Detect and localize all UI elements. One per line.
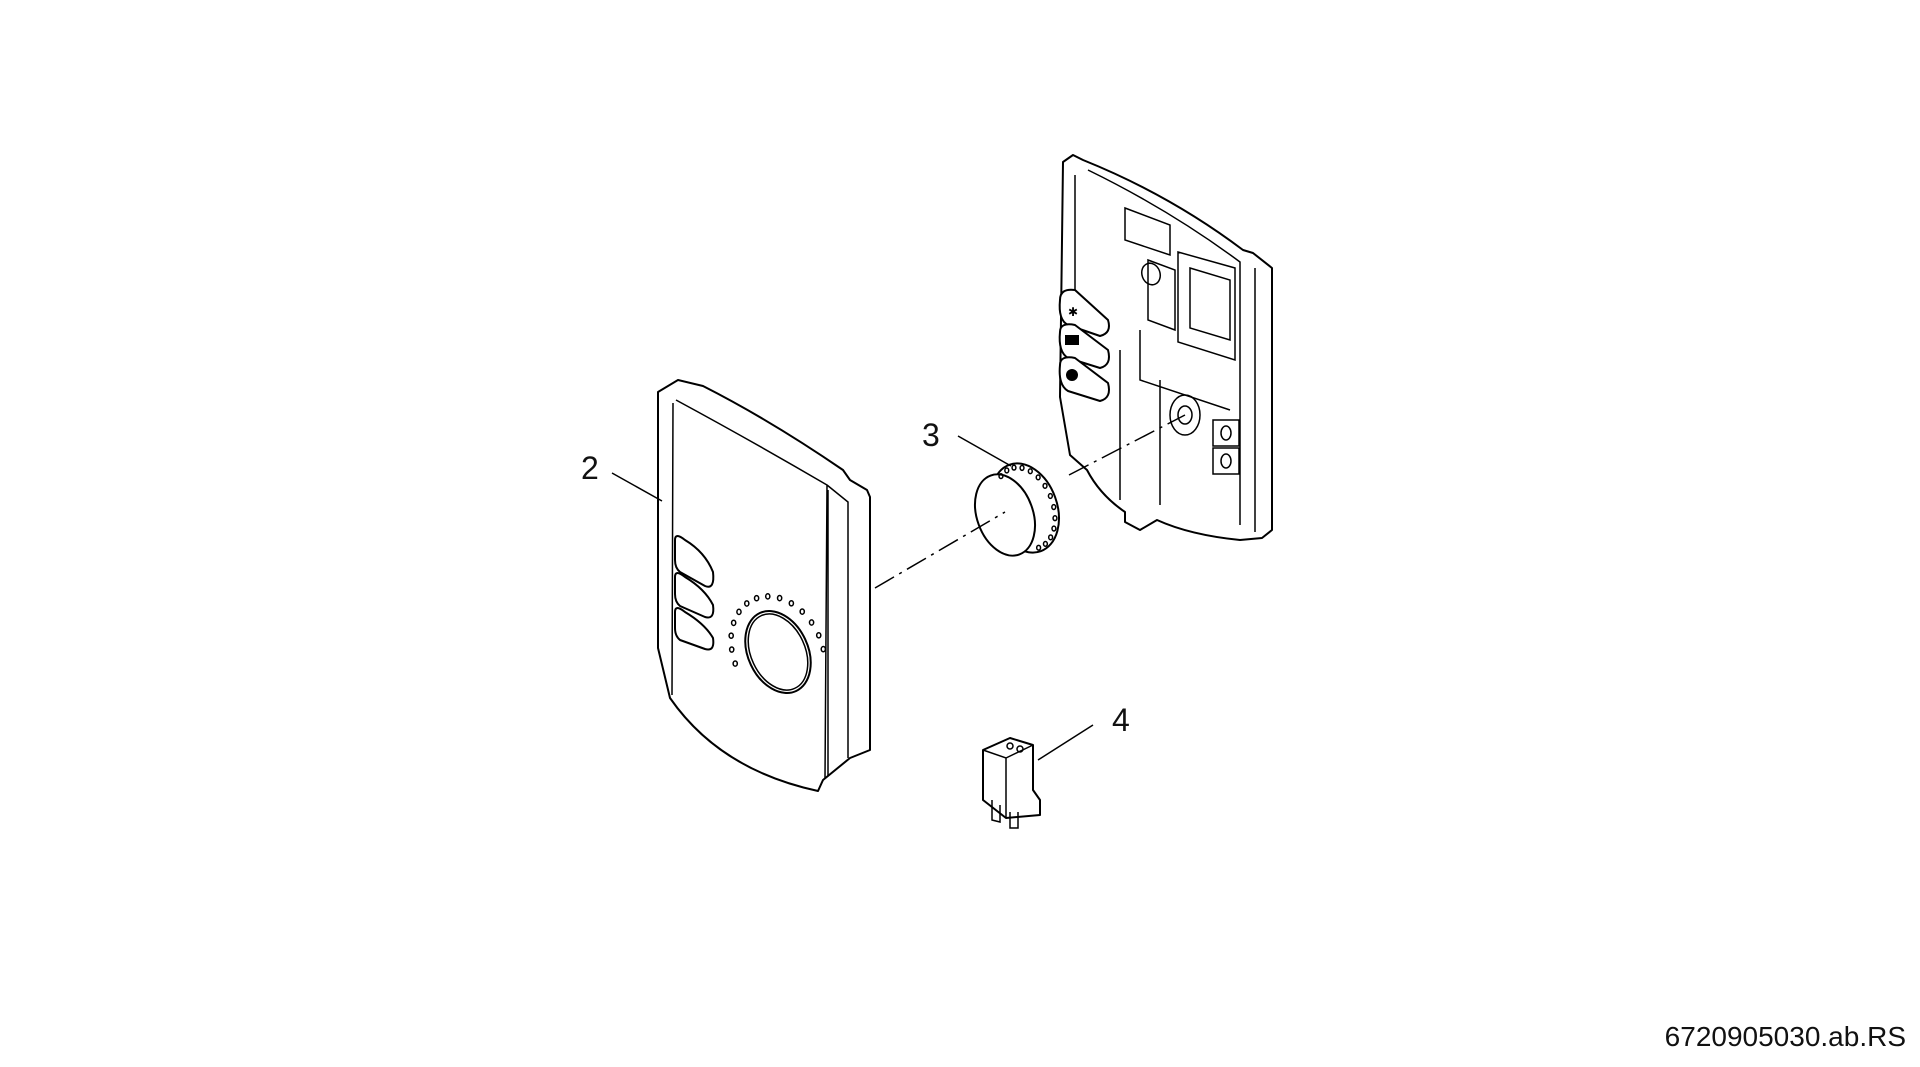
scale-dot (820, 645, 827, 653)
scale-dot (743, 600, 750, 607)
scale-dot (815, 631, 822, 639)
scale-dot (736, 608, 742, 616)
scale-dot (1051, 525, 1057, 532)
scale-dot (799, 608, 806, 615)
cover-button-2 (674, 572, 715, 619)
scale-dot (788, 599, 795, 607)
plate-tab-moon (1058, 356, 1110, 402)
drawing-number: 6720905030.ab.RS (1664, 1021, 1906, 1052)
svg-text:✱: ✱ (1068, 305, 1078, 319)
scale-dot (732, 660, 739, 667)
assembly-axis-line-2 (1068, 414, 1186, 476)
scale-dot (1047, 492, 1054, 500)
callout-3: 3 (922, 417, 940, 453)
back-plate: ✱ (1058, 154, 1273, 541)
scale-dot (1042, 540, 1049, 548)
callout-4: 4 (1112, 702, 1130, 738)
leader-line-2 (611, 472, 663, 502)
cover-dial-window (744, 610, 812, 694)
scale-dot (1035, 474, 1041, 481)
scale-dot (808, 619, 815, 626)
scale-dot (764, 593, 771, 600)
dial-scale-dots (728, 593, 827, 667)
scale-dot (1004, 467, 1010, 474)
scale-dot (753, 594, 760, 602)
scale-dot (1011, 464, 1017, 471)
leader-line-4 (1037, 724, 1094, 761)
scale-dot (728, 632, 735, 640)
scale-dot (730, 619, 737, 627)
scale-dot (728, 646, 735, 653)
scale-dot (1035, 544, 1042, 551)
cover-button-1 (674, 535, 715, 588)
scale-dot (998, 472, 1004, 480)
scale-dot (1052, 515, 1058, 522)
cover-button-3 (674, 607, 715, 651)
assembly-axis-line (874, 511, 1006, 589)
connector-part (982, 737, 1041, 829)
cover-part (657, 379, 871, 792)
leader-line-3 (957, 435, 1012, 467)
knob-part (974, 462, 1060, 557)
scale-dot (1019, 464, 1025, 472)
scale-dot (776, 594, 783, 602)
callout-2: 2 (581, 450, 599, 486)
scale-dot (1047, 534, 1054, 541)
scale-dot (1027, 468, 1033, 475)
scale-dot (1042, 482, 1048, 489)
scale-dot (1051, 503, 1057, 511)
